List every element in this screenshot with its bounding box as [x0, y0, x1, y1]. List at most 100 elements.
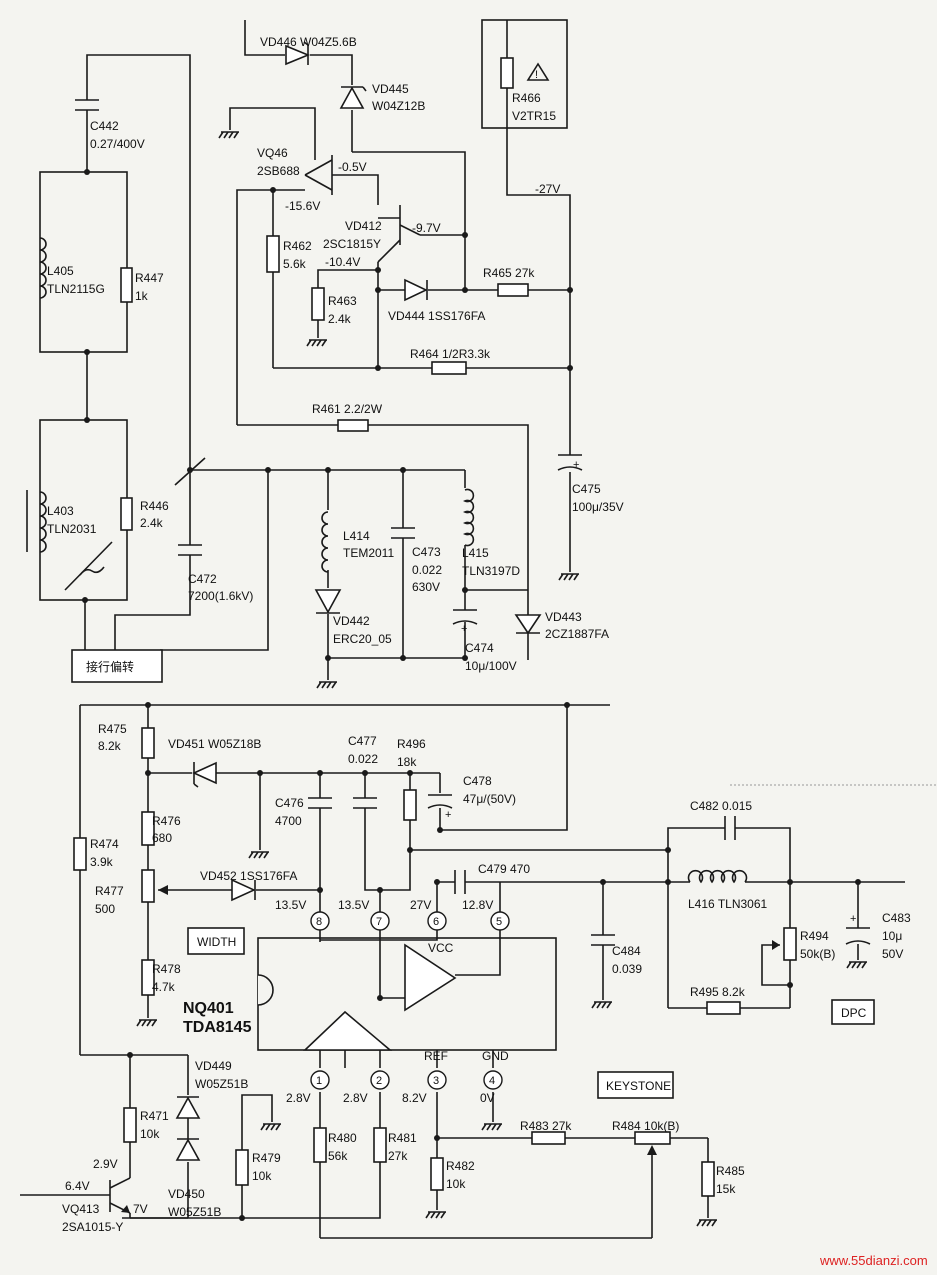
c472-value: 7200(1.6kV) — [188, 589, 253, 603]
l416-label: L416 TLN3061 — [688, 897, 768, 911]
warning-icon — [526, 62, 550, 81]
pin5-voltage: 12.8V — [462, 898, 493, 912]
c442-value: 0.27/400V — [90, 137, 145, 151]
upper-labels: VD446 W04Z5.6B VD445 W04Z12B R466 V2TR15… — [47, 35, 624, 674]
c479-label: C479 470 — [478, 862, 530, 876]
r484-label: R484 10k(B) — [612, 1119, 679, 1133]
r485-label: R485 — [716, 1164, 745, 1178]
r464-label: R464 1/2R3.3k — [410, 347, 491, 361]
pin-number: 2 — [376, 1075, 382, 1087]
pin-number: 6 — [433, 916, 439, 928]
vd450-label: VD450 — [168, 1187, 205, 1201]
r476-label: R476 — [152, 814, 181, 828]
voltage-label: -0.5V — [338, 160, 367, 174]
vq413-type: 2SA1015-Y — [62, 1220, 123, 1234]
c472-label: C472 — [188, 572, 217, 586]
c473-value: 0.022 — [412, 563, 442, 577]
vd449-label: VD449 — [195, 1059, 232, 1073]
c478-label: C478 — [463, 774, 492, 788]
r465-label: R465 27k — [483, 266, 535, 280]
pin6-voltage: 27V — [410, 898, 431, 912]
r481-value: 27k — [388, 1149, 408, 1163]
r474-value: 3.9k — [90, 855, 114, 869]
voltage-label: 7V — [133, 1202, 148, 1216]
voltage-label: -27V — [535, 182, 560, 196]
ref-label: REF — [424, 1049, 448, 1063]
pin-number: 7 — [376, 916, 382, 928]
r463-value: 2.4k — [328, 312, 352, 326]
r462-value: 5.6k — [283, 257, 307, 271]
vd442-type: ERC20_05 — [333, 632, 392, 646]
l415-type: TLN3197D — [462, 564, 520, 578]
c473-voltage: 630V — [412, 580, 440, 594]
svg-text:+: + — [461, 623, 467, 635]
voltage-label: 6.4V — [65, 1179, 90, 1193]
r466-type: V2TR15 — [512, 109, 556, 123]
r461-label: R461 2.2/2W — [312, 402, 383, 416]
keystone-label: KEYSTONE — [606, 1079, 671, 1093]
r478-label: R478 — [152, 962, 181, 976]
r462-label: R462 — [283, 239, 312, 253]
pin-number: 5 — [496, 916, 502, 928]
r475-label: R475 — [98, 722, 127, 736]
vd412-type: 2SC1815Y — [323, 237, 381, 251]
r495-label: R495 8.2k — [690, 985, 746, 999]
upper-junctions — [82, 169, 573, 661]
voltage-label: 2.9V — [93, 1157, 118, 1171]
watermark: www.55dianzi.com — [819, 1253, 928, 1268]
pin3-voltage: 8.2V — [402, 1091, 427, 1105]
c475-label: C475 — [572, 482, 601, 496]
c484-value: 0.039 — [612, 962, 642, 976]
pin8-voltage: 13.5V — [275, 898, 306, 912]
c474-value: 10μ/100V — [465, 659, 517, 673]
c442-label: C442 — [90, 119, 119, 133]
r446-label: R446 — [140, 499, 169, 513]
voltage-label: -9.7V — [412, 221, 441, 235]
gnd-label: GND — [482, 1049, 509, 1063]
r496-label: R496 — [397, 737, 426, 751]
vd412-label: VD412 — [345, 219, 382, 233]
c477-value: 0.022 — [348, 752, 378, 766]
r477-label: R477 — [95, 884, 124, 898]
width-label: WIDTH — [197, 935, 236, 949]
l415-label: L415 — [462, 546, 489, 560]
c482-label: C482 0.015 — [690, 799, 752, 813]
r478-value: 4.7k — [152, 980, 176, 994]
c483-value: 10μ — [882, 929, 902, 943]
vq46-type: 2SB688 — [257, 164, 300, 178]
l403-type: TLN2031 — [47, 522, 97, 536]
c474-label: C474 — [465, 641, 494, 655]
l414-label: L414 — [343, 529, 370, 543]
pin2-voltage: 2.8V — [343, 1091, 368, 1105]
upper-components: + ! + — [26, 41, 583, 683]
r447-label: R447 — [135, 271, 164, 285]
l414-type: TEM2011 — [343, 546, 394, 560]
vd449-type: W05Z51B — [195, 1077, 248, 1091]
svg-text:+: + — [850, 913, 856, 925]
r477-value: 500 — [95, 902, 115, 916]
svg-text:!: ! — [535, 69, 538, 81]
upper-wiring — [39, 19, 571, 680]
r447-value: 1k — [135, 289, 149, 303]
r480-label: R480 — [328, 1131, 357, 1145]
r494-label: R494 — [800, 929, 829, 943]
r471-value: 10k — [140, 1127, 160, 1141]
pin-number: 3 — [433, 1075, 439, 1087]
c483-voltage: 50V — [882, 947, 903, 961]
ic-type: TDA8145 — [183, 1019, 252, 1036]
pin1-voltage: 2.8V — [286, 1091, 311, 1105]
ic-name: NQ401 — [183, 1000, 234, 1017]
pin7-voltage: 13.5V — [338, 898, 369, 912]
c484-label: C484 — [612, 944, 641, 958]
r479-value: 10k — [252, 1169, 272, 1183]
pin4-voltage: 0V — [480, 1091, 495, 1105]
r475-value: 8.2k — [98, 739, 122, 753]
vd452-label: VD452 1SS176FA — [200, 869, 297, 883]
r485-value: 15k — [716, 1182, 736, 1196]
c473-label: C473 — [412, 545, 441, 559]
r483-label: R483 27k — [520, 1119, 572, 1133]
c475-value: 100μ/35V — [572, 500, 624, 514]
vd450-type: W05Z51B — [168, 1205, 221, 1219]
pin-number: 1 — [316, 1075, 322, 1087]
